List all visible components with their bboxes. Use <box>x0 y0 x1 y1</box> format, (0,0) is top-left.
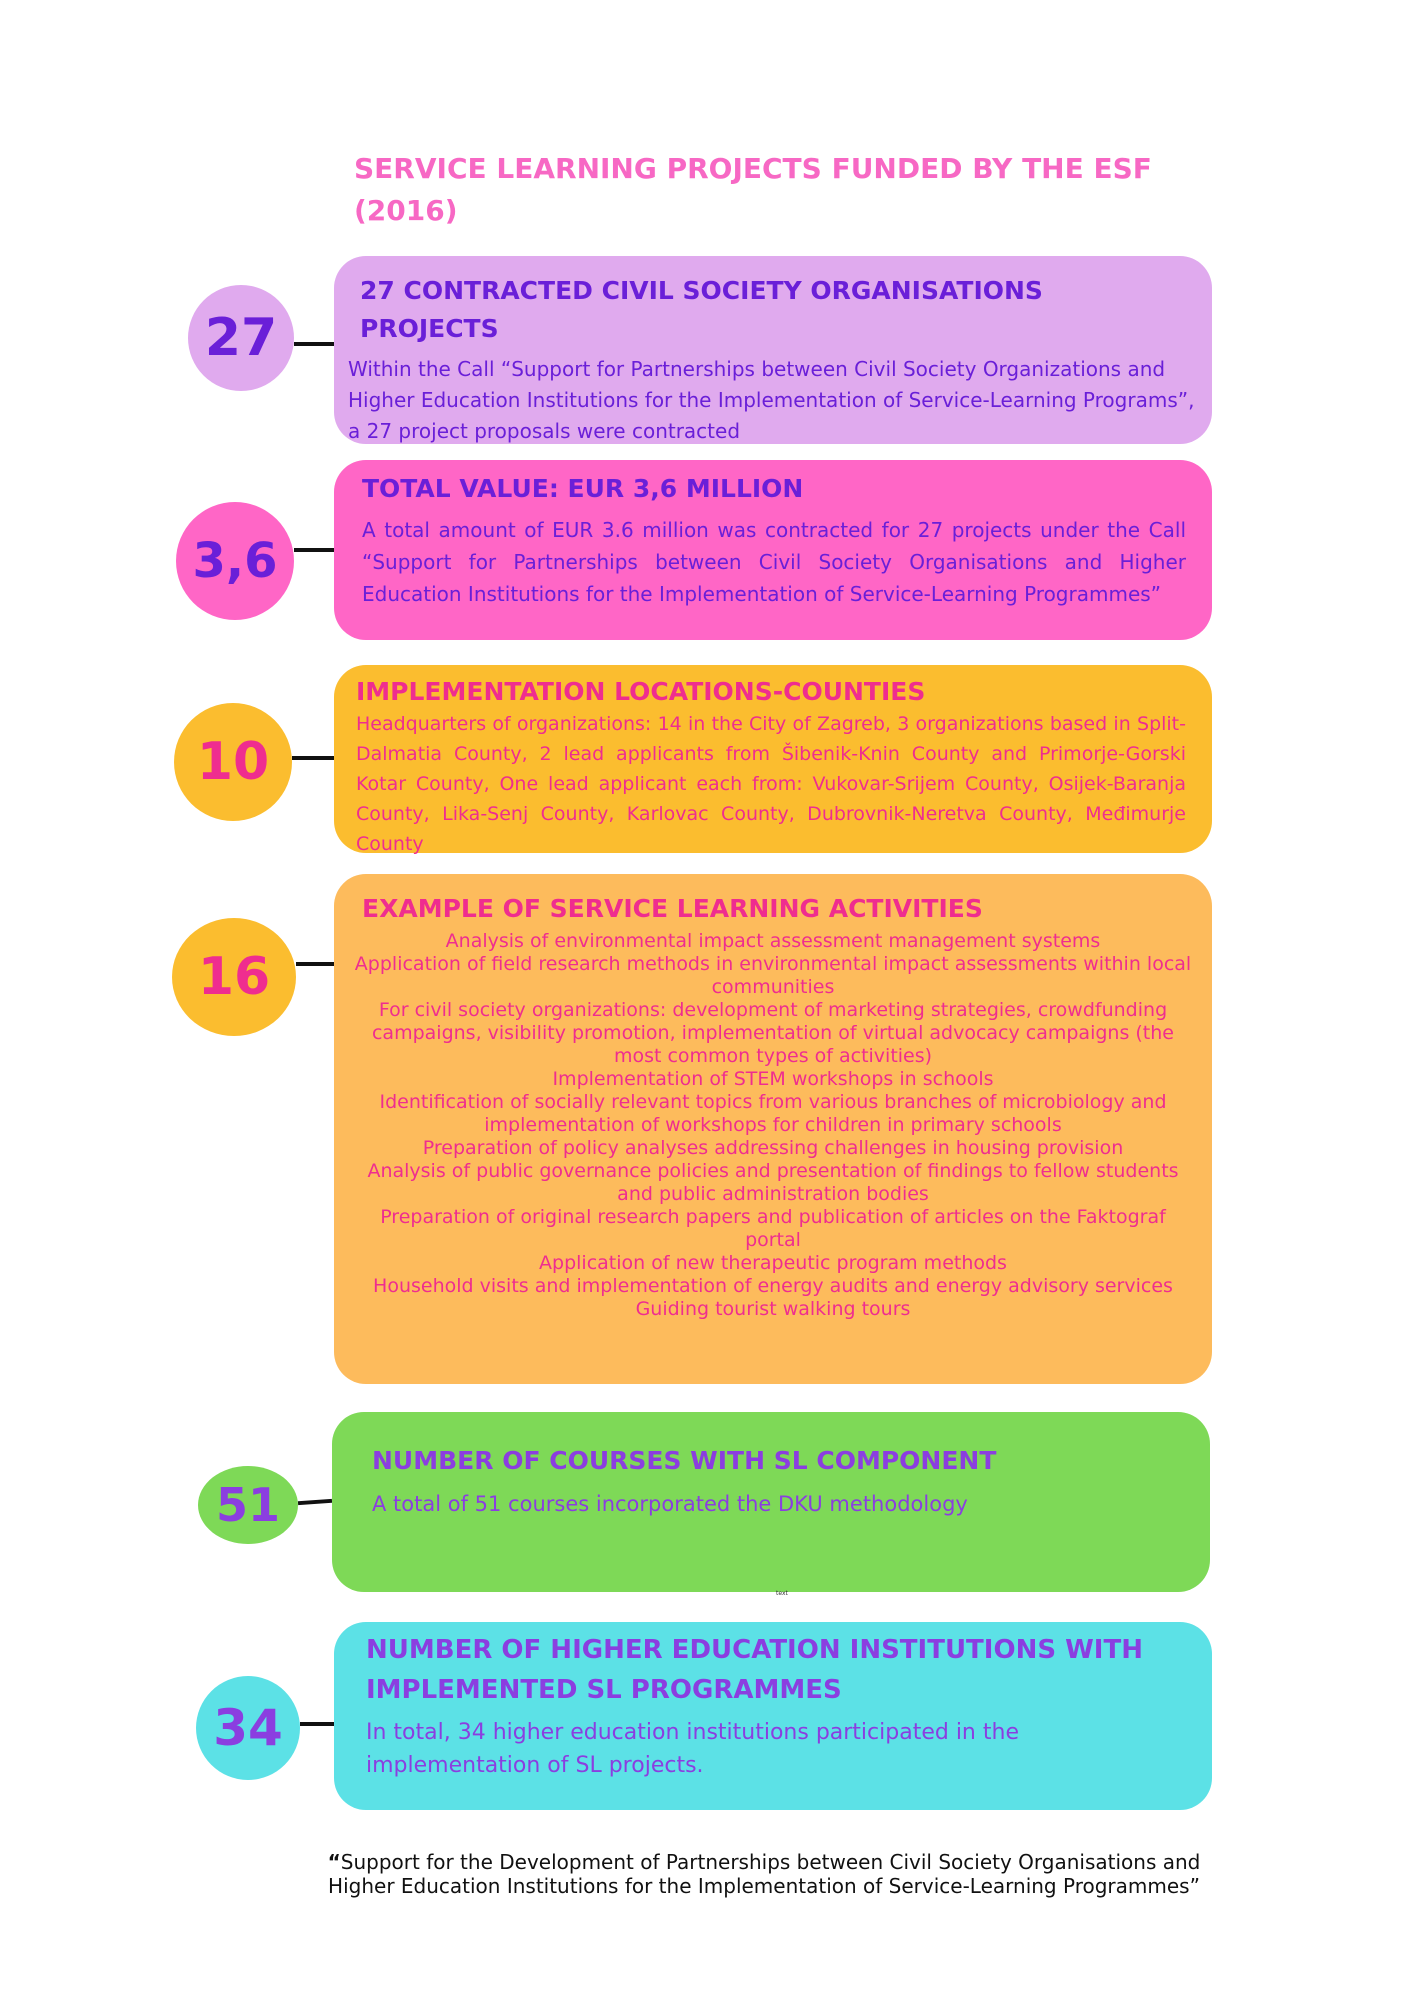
card-heading: IMPLEMENTATION LOCATIONS-COUNTIES <box>356 677 926 706</box>
connector-line <box>294 548 334 552</box>
list-item: Household visits and implementation of e… <box>373 1275 1173 1297</box>
stat-number: 51 <box>215 1478 280 1532</box>
card-body: A total amount of EUR 3.6 million was co… <box>362 518 1186 606</box>
stray-text-label: text <box>776 1590 788 1597</box>
list-item: Preparation of original research papers … <box>380 1206 1166 1251</box>
card-body: Within the Call “Support for Partnership… <box>348 357 1195 443</box>
card-implementation-locations: IMPLEMENTATION LOCATIONS-COUNTIES Headqu… <box>334 665 1212 855</box>
stat-circle-34: 34 <box>196 1676 300 1780</box>
connector-line <box>300 1722 334 1726</box>
card-contracted-projects: 27 CONTRACTED CIVIL SOCIETY ORGANISATION… <box>334 256 1212 444</box>
stat-number: 27 <box>204 308 278 368</box>
card-heading: NUMBER OF HIGHER EDUCATION INSTITUTIONS … <box>366 1635 1143 1705</box>
list-item: Analysis of environmental impact assessm… <box>445 930 1101 952</box>
stat-circle-27: 27 <box>188 285 294 391</box>
connector-line <box>292 756 334 760</box>
stat-number: 16 <box>197 947 271 1007</box>
connector-line <box>294 342 334 346</box>
footer-text: Support for the Development of Partnersh… <box>328 1850 1201 1898</box>
list-item: Application of new therapeutic program m… <box>539 1252 1007 1274</box>
list-item: Application of field research methods in… <box>354 953 1192 998</box>
card-higher-education-institutions: NUMBER OF HIGHER EDUCATION INSTITUTIONS … <box>334 1622 1212 1810</box>
list-item: Identification of socially relevant topi… <box>379 1091 1167 1136</box>
card-total-value: TOTAL VALUE: EUR 3,6 MILLION A total amo… <box>334 460 1212 640</box>
stat-circle-3-6: 3,6 <box>176 502 294 620</box>
connector-line <box>296 962 334 966</box>
card-heading: EXAMPLE OF SERVICE LEARNING ACTIVITIES <box>362 894 983 923</box>
card-body: A total of 51 courses incorporated the D… <box>372 1492 968 1516</box>
list-item: For civil society organizations: develop… <box>371 999 1174 1067</box>
stat-number: 10 <box>196 732 270 792</box>
list-item: Analysis of public governance policies a… <box>367 1160 1179 1205</box>
page-title: SERVICE LEARNING PROJECTS FUNDED BY THE … <box>354 152 1152 227</box>
stat-circle-51: 51 <box>198 1466 298 1544</box>
footer-caption: “Support for the Development of Partners… <box>324 1850 1204 1898</box>
activity-list: Analysis of environmental impact assessm… <box>350 930 1196 1321</box>
card-service-learning-activities: EXAMPLE OF SERVICE LEARNING ACTIVITIES A… <box>334 874 1212 1384</box>
card-body: Headquarters of organizations: 14 in the… <box>356 713 1186 855</box>
stat-number: 3,6 <box>192 533 278 589</box>
stat-circle-10: 10 <box>174 703 292 821</box>
connector-line <box>297 1498 333 1506</box>
open-quote: “ <box>327 1850 341 1874</box>
card-heading: 27 CONTRACTED CIVIL SOCIETY ORGANISATION… <box>360 276 1043 343</box>
card-courses-with-sl: NUMBER OF COURSES WITH SL COMPONENT A to… <box>332 1412 1210 1592</box>
list-item: Preparation of policy analyses addressin… <box>422 1137 1124 1159</box>
list-item: Implementation of STEM workshops in scho… <box>552 1068 994 1090</box>
stat-number: 34 <box>213 1699 283 1757</box>
stat-circle-16: 16 <box>172 918 296 1036</box>
card-heading: TOTAL VALUE: EUR 3,6 MILLION <box>362 474 804 503</box>
list-item: Guiding tourist walking tours <box>635 1298 911 1320</box>
card-body: In total, 34 higher education institutio… <box>366 1720 1019 1778</box>
card-heading: NUMBER OF COURSES WITH SL COMPONENT <box>372 1446 997 1475</box>
